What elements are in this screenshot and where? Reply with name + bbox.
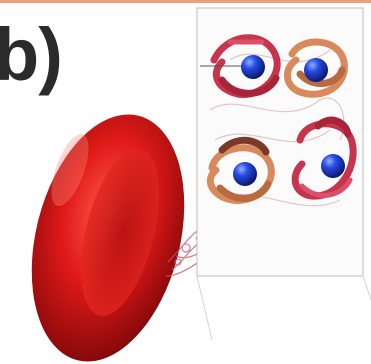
- hemoglobin-molecule-icon: [197, 8, 371, 340]
- red-blood-cell-icon: [8, 98, 209, 364]
- heme-group-icon: [233, 162, 257, 186]
- heme-group-icon: [241, 55, 265, 79]
- heme-group-icon: [304, 58, 328, 82]
- heme-group-icon: [321, 154, 345, 178]
